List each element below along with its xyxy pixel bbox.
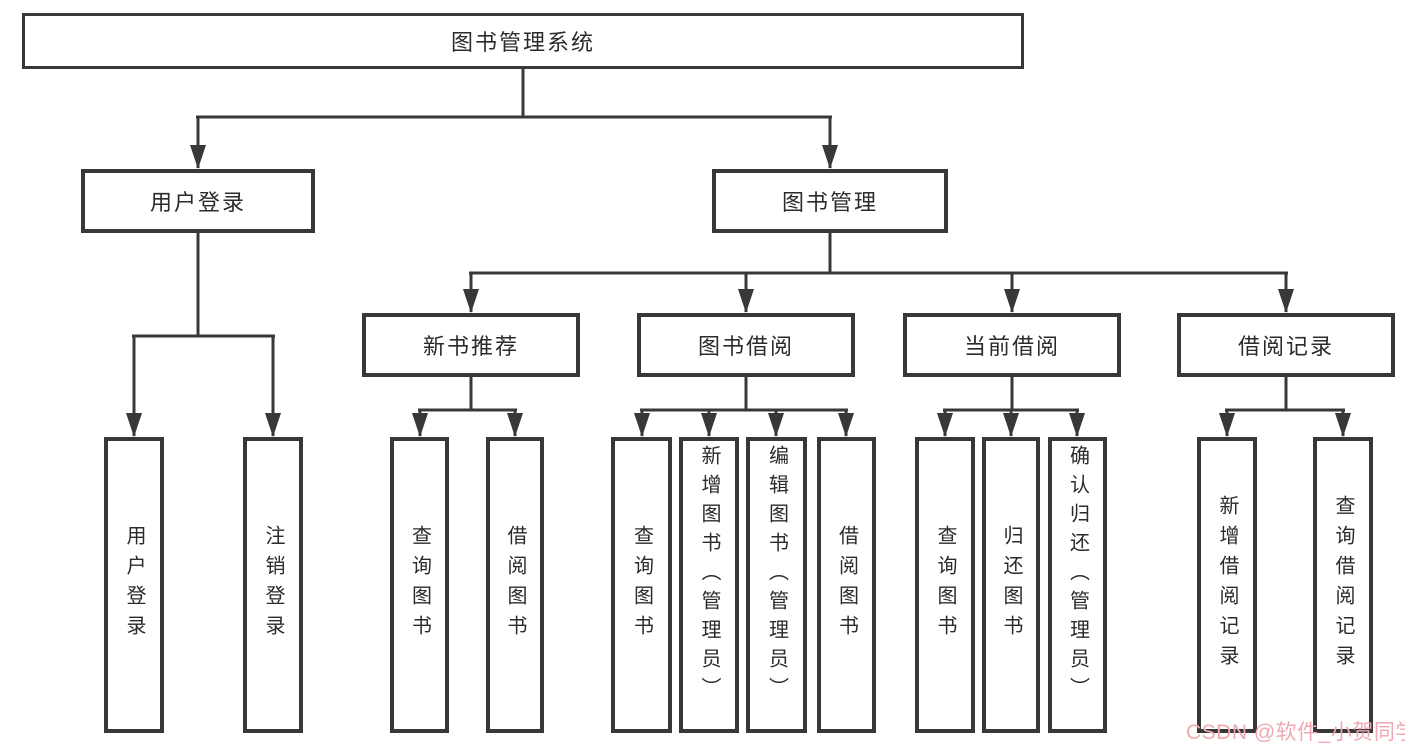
leaf-user-login: 用户登录: [104, 437, 164, 733]
leaf-borrow-books-1-label: 借阅图书: [504, 525, 526, 645]
leaf-logout-label: 注销登录: [262, 525, 284, 645]
node-new-book-recommend: 新书推荐: [362, 313, 580, 377]
node-current-borrow: 当前借阅: [903, 313, 1121, 377]
leaf-query-borrow-record: 查询借阅记录: [1313, 437, 1373, 733]
leaf-return-book-label: 归还图书: [1000, 525, 1022, 645]
leaf-query-books-1: 查询图书: [390, 437, 449, 733]
watermark: CSDN @软件_小贺同学: [1186, 721, 1405, 744]
node-root-label: 图书管理系统: [450, 30, 595, 55]
leaf-return-book: 归还图书: [982, 437, 1040, 733]
leaf-logout: 注销登录: [243, 437, 303, 733]
leaf-query-books-2-label: 查询图书: [630, 525, 653, 645]
leaf-confirm-return-admin: 确认归还（管理员）: [1048, 437, 1107, 733]
node-root: 图书管理系统: [22, 13, 1024, 69]
leaf-query-books-3-label: 查询图书: [934, 525, 956, 645]
node-new-book-recommend-label: 新书推荐: [422, 334, 519, 359]
node-book-borrow: 图书借阅: [637, 313, 855, 377]
leaf-add-book-admin: 新增图书（管理员）: [679, 437, 739, 733]
node-book-borrow-label: 图书借阅: [697, 334, 794, 359]
leaf-borrow-books-2-label: 借阅图书: [835, 525, 858, 645]
node-book-management-label: 图书管理: [781, 190, 878, 215]
leaf-edit-book-admin: 编辑图书（管理员）: [746, 437, 807, 733]
leaf-query-books-2: 查询图书: [611, 437, 672, 733]
node-user-login-label: 用户登录: [149, 190, 246, 215]
node-borrow-records: 借阅记录: [1177, 313, 1395, 377]
leaf-query-borrow-record-label: 查询借阅记录: [1332, 495, 1354, 675]
leaf-query-books-3: 查询图书: [915, 437, 975, 733]
leaf-user-login-label: 用户登录: [123, 525, 145, 645]
leaf-borrow-books-2: 借阅图书: [817, 437, 876, 733]
leaf-add-borrow-record-label: 新增借阅记录: [1216, 495, 1238, 675]
leaf-borrow-books-1: 借阅图书: [486, 437, 544, 733]
node-borrow-records-label: 借阅记录: [1237, 334, 1334, 359]
leaf-add-borrow-record: 新增借阅记录: [1197, 437, 1257, 733]
node-current-borrow-label: 当前借阅: [963, 334, 1060, 359]
node-user-login: 用户登录: [81, 169, 315, 233]
leaf-add-book-admin-label: 新增图书（管理员）: [698, 445, 720, 706]
leaf-query-books-1-label: 查询图书: [408, 525, 431, 645]
node-book-management: 图书管理: [712, 169, 948, 233]
leaf-confirm-return-admin-label: 确认归还（管理员）: [1066, 445, 1089, 706]
leaf-edit-book-admin-label: 编辑图书（管理员）: [765, 445, 788, 706]
